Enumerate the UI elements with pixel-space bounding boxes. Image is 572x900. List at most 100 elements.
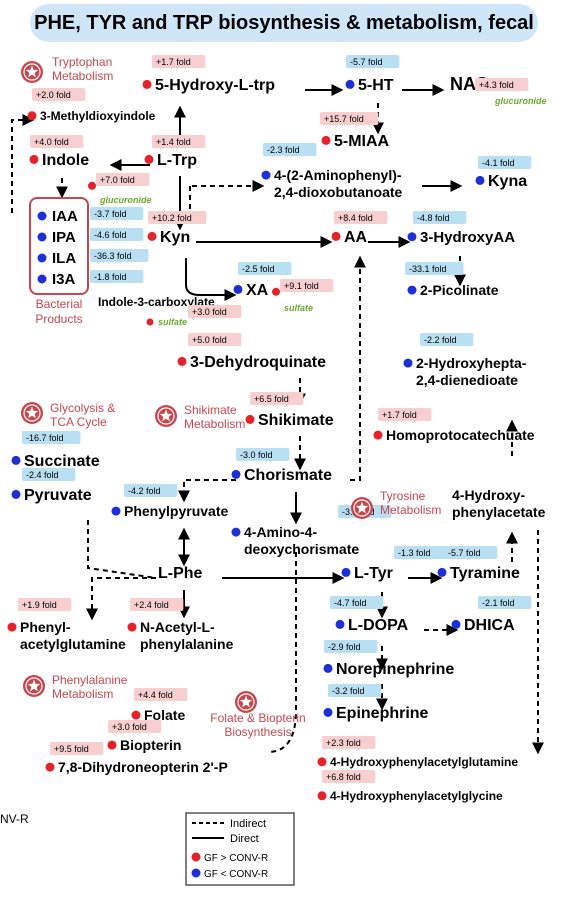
fold-change-badge xyxy=(475,78,529,91)
pathway-edge xyxy=(350,255,366,481)
decrease-dot xyxy=(335,619,345,629)
star-shape xyxy=(25,406,39,419)
metabolite-label: L-Phe xyxy=(158,565,203,582)
metabolite-label: DHICA xyxy=(464,617,515,634)
fold-change-value: +2.4 fold xyxy=(134,600,169,610)
metabolite-label: Phenyl- xyxy=(20,619,71,635)
fold-change-badge xyxy=(188,305,242,318)
fold-change-value: -4.7 fold xyxy=(334,598,367,608)
fold-change-badge xyxy=(478,596,532,609)
decrease-dot xyxy=(403,358,413,368)
fold-change-badge xyxy=(152,55,206,68)
metabolite-epinephrine: Epinephrine-3.2 fold xyxy=(323,684,429,722)
metabolite-norepinephrine: Norepinephrine-2.9 fold xyxy=(323,640,454,678)
metabolite-kyna: Kyna-4.1 fold xyxy=(475,156,532,190)
metabolite-label: Biopterin xyxy=(120,737,181,753)
metabolite-shikimate: Shikimate+6.5 fold xyxy=(245,392,334,429)
fold-change-badge xyxy=(90,207,144,220)
increase-dot xyxy=(317,791,327,801)
increase-dot xyxy=(245,414,255,424)
increase-dot xyxy=(177,356,187,366)
fold-change-badge xyxy=(320,112,379,125)
bacterial-products-caption: Products xyxy=(35,312,82,326)
metabolite-ldopa: L-DOPA-4.7 fold xyxy=(330,596,409,634)
fold-change-value: +15.7 fold xyxy=(324,114,364,124)
decrease-dot xyxy=(437,567,447,577)
decrease-dot xyxy=(231,469,241,479)
conjugate-label: glucuronide xyxy=(494,96,547,106)
decrease-dot xyxy=(345,79,355,89)
metabolite-ltrp: L-Trp+1.4 fold xyxy=(144,135,206,169)
increase-dot xyxy=(146,318,154,326)
increase-dot xyxy=(331,231,341,241)
metabolite-label: 2,4-dienedioate xyxy=(416,372,518,388)
pathway-label-text: Tryptophan xyxy=(52,55,112,69)
fold-change-value: -2.4 fold xyxy=(26,470,59,480)
pathway-label-text: Biosynthesis xyxy=(224,725,291,739)
fold-change-badge xyxy=(324,640,378,653)
metabolite-label: 5-HT xyxy=(358,77,394,94)
pathway-label-text: Metabolism xyxy=(380,503,441,517)
fold-change-value: -2.3 fold xyxy=(267,145,300,155)
star-ring xyxy=(157,407,175,425)
fold-change-badge xyxy=(134,688,188,701)
metabolite-methyldioxyindole: 3-Methyldioxyindole +2.0 fold xyxy=(27,88,156,123)
metabolite-label: 2-Picolinate xyxy=(420,282,499,298)
metabolite-label: 7,8-Dihydroneopterin 2'-P xyxy=(58,759,228,775)
decrease-dot xyxy=(37,232,47,242)
metabolite-label: acetylglutamine xyxy=(20,636,126,652)
fold-change-value: -36.3 fold xyxy=(94,251,132,261)
pathway-label-text: Phenylalanine xyxy=(52,673,128,687)
increase-dot xyxy=(27,111,37,121)
pathway-label-text: Folate & Biopterin xyxy=(210,711,305,725)
fold-change-badge xyxy=(108,720,162,733)
metabolite-label: 5-Hydroxy-L-trp xyxy=(155,77,275,94)
increase-dot xyxy=(373,430,383,440)
metabolite-aminodeoxy: 4-Amino-4-deoxychorismate-3.2 fold xyxy=(231,505,392,557)
metabolite-picolinate: 2-Picolinate-33.1 fold xyxy=(405,262,499,298)
pathway-label-text: Metabolism xyxy=(52,687,113,701)
metabolite-phenylpyruvate: Phenylpyruvate-4.2 fold xyxy=(111,484,228,519)
fold-change-badge xyxy=(330,596,384,609)
fold-change-value: +4.0 fold xyxy=(34,137,69,147)
fold-change-value: -1.3 fold xyxy=(398,548,431,558)
fold-change-badge xyxy=(22,468,76,481)
fold-change-value: +9.5 fold xyxy=(54,744,89,754)
fold-change-badge xyxy=(322,736,376,749)
fold-change-badge xyxy=(394,546,448,559)
metabolite-label: Indole xyxy=(42,152,89,169)
fold-change-value: +9.1 fold xyxy=(284,281,319,291)
fold-change-value: -2.1 fold xyxy=(482,598,515,608)
fold-change-value: -2.5 fold xyxy=(242,264,275,274)
metabolite-label: Shikimate xyxy=(258,412,334,429)
bacterial-product-iaa: IAA xyxy=(52,208,78,225)
fold-change-badge xyxy=(280,279,334,292)
fold-change-badge xyxy=(236,448,290,461)
increase-dot xyxy=(7,622,17,632)
pathway-label-text: Tyrosine xyxy=(380,489,426,503)
fold-change-value: -4.2 fold xyxy=(128,486,161,496)
fold-change-value: +8.4 fold xyxy=(338,213,373,223)
fold-change-value: +1.4 fold xyxy=(156,137,191,147)
fold-change-value: +4.3 fold xyxy=(479,80,514,90)
legend-decrease-dot xyxy=(191,868,201,878)
conjugate-label: sulfate xyxy=(158,317,187,327)
pathway-edge xyxy=(86,577,156,621)
metabolite-label: XA xyxy=(246,282,269,299)
star-shape xyxy=(27,679,41,692)
metabolite-label: Homoprotocatechuate xyxy=(386,427,535,443)
fold-change-badge xyxy=(22,431,81,444)
metabolite-hpaglycine: 4-Hydroxyphenylacetylglycine+6.8 fold xyxy=(317,770,503,803)
fold-change-badge xyxy=(378,408,432,421)
metabolite-folate: Folate+4.4 fold xyxy=(131,688,188,723)
pathway-edge xyxy=(267,552,297,753)
metabolite-label: 3-Methyldioxyindole xyxy=(40,109,156,123)
increase-dot xyxy=(144,154,154,164)
fold-change-value: +2.0 fold xyxy=(36,90,71,100)
fold-change-value: +1.9 fold xyxy=(22,600,57,610)
fold-change-badge xyxy=(96,173,150,186)
